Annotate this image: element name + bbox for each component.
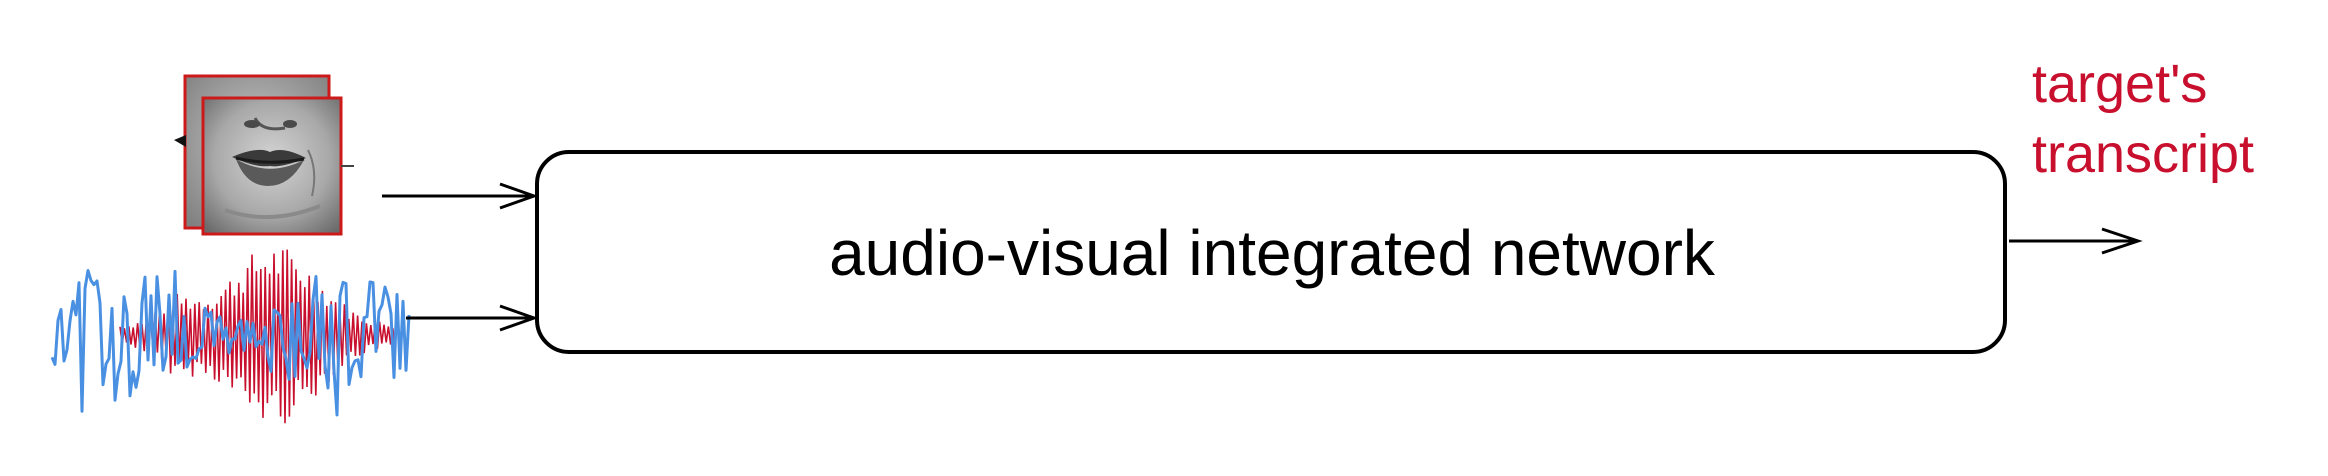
network-label: audio-visual integrated network (829, 217, 1716, 289)
output-label-line2: transcript (2032, 124, 2254, 184)
audio-input-arrow (406, 304, 539, 332)
output-label: target's transcript (2032, 54, 2254, 184)
mixed-audio-waveform-icon (50, 249, 411, 424)
interference-waveform (50, 269, 411, 417)
lip-frame-front (201, 96, 343, 236)
lip-video-frames-icon (174, 74, 354, 236)
output-arrow (2009, 227, 2143, 255)
network-box: audio-visual integrated network (535, 150, 2007, 354)
output-label-line1: target's (2032, 54, 2207, 114)
visual-input-arrow (382, 182, 539, 210)
